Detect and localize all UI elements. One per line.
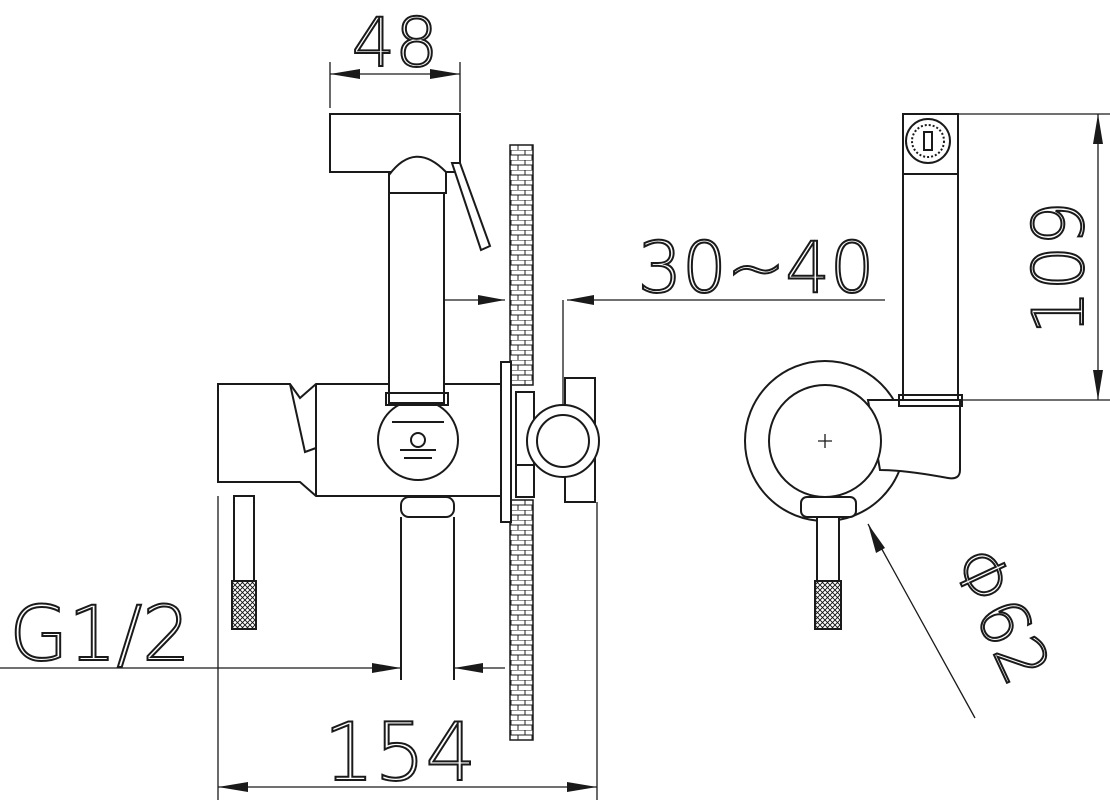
wall-flange bbox=[500, 361, 512, 523]
dim-height-109: 109 bbox=[1018, 201, 1100, 335]
spray-handle bbox=[388, 192, 445, 404]
hose-connector bbox=[400, 496, 455, 518]
spray-trigger bbox=[450, 162, 492, 252]
front-dimension-lines bbox=[867, 113, 1110, 719]
front-view bbox=[744, 113, 963, 630]
front-lever-collar bbox=[800, 496, 857, 518]
front-lever-grip bbox=[814, 580, 842, 630]
front-holder-arm bbox=[866, 399, 961, 480]
front-spray-handle bbox=[902, 169, 959, 401]
lever-handle bbox=[233, 495, 255, 582]
dim-thread-g12: G1/2 bbox=[9, 589, 190, 678]
side-view bbox=[217, 113, 600, 741]
dimension-lines bbox=[0, 62, 885, 800]
dim-diameter-62: Φ62 bbox=[936, 535, 1065, 695]
dim-width-48: 48 bbox=[352, 4, 439, 83]
front-lever bbox=[816, 516, 840, 582]
dim-depth-154: 154 bbox=[324, 706, 477, 799]
dim-wall-30-40: 30~40 bbox=[638, 227, 875, 309]
wall-lower bbox=[509, 499, 534, 741]
lever-knurled-grip bbox=[231, 580, 257, 630]
wall-upper bbox=[509, 144, 534, 386]
spray-head bbox=[329, 113, 461, 173]
